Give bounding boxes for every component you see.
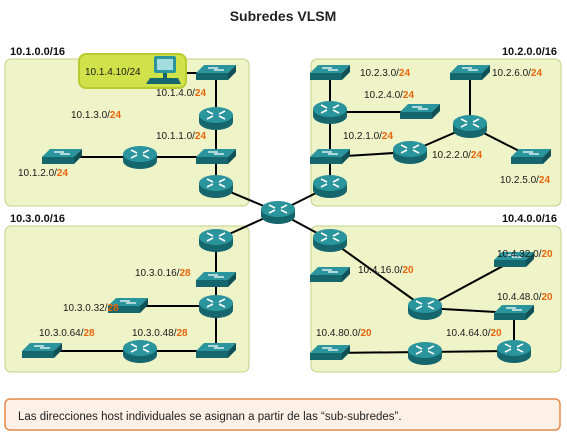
router-icon xyxy=(312,174,348,199)
router-icon xyxy=(392,140,428,165)
network-label-tl: 10.1.0.0/16 xyxy=(10,46,65,58)
router-icon xyxy=(452,114,488,139)
router-icon xyxy=(198,106,234,131)
subnet-labels: 10.1.4.0/24 10.1.3.0/24 10.1.1.0/24 10.1… xyxy=(18,68,553,339)
router-icon xyxy=(122,339,158,364)
subnet-label: 10.3.0.32/28 xyxy=(63,303,119,314)
subnet-label: 10.4.16.0/20 xyxy=(358,265,414,276)
switch-icon xyxy=(510,148,552,165)
switch-icon xyxy=(449,64,491,81)
host-address: 10.1.4.10/24 xyxy=(85,67,141,78)
switch-icon xyxy=(309,148,351,165)
core-router-icon xyxy=(260,200,296,225)
switch-icon xyxy=(399,103,441,120)
subnet-label: 10.4.80.0/20 xyxy=(316,328,372,339)
caption-box xyxy=(4,398,561,431)
caption-text: Las direcciones host individuales se asi… xyxy=(18,411,402,423)
router-icon xyxy=(496,339,532,364)
switch-icon xyxy=(195,271,237,288)
subnet-label: 10.2.4.0/24 xyxy=(364,90,414,101)
network-label-tr: 10.2.0.0/16 xyxy=(502,46,557,58)
subnet-label: 10.4.32.0/20 xyxy=(497,249,553,260)
diagram-title: Subredes VLSM xyxy=(230,8,337,24)
subnet-label: 10.3.0.16/28 xyxy=(135,268,191,279)
router-icon xyxy=(198,294,234,319)
network-label-br: 10.4.0.0/16 xyxy=(502,213,557,225)
subnet-label: 10.2.2.0/24 xyxy=(432,150,482,161)
router-icon xyxy=(407,341,443,366)
router-icon xyxy=(122,145,158,170)
subnet-label: 10.1.2.0/24 xyxy=(18,168,68,179)
quadrant-tr-panel xyxy=(310,58,562,207)
switch-icon xyxy=(309,344,351,361)
subnet-label: 10.3.0.48/28 xyxy=(132,328,188,339)
subnet-label: 10.4.48.0/20 xyxy=(497,292,553,303)
network-label-bl: 10.3.0.0/16 xyxy=(10,213,65,225)
subnet-label: 10.2.1.0/24 xyxy=(343,131,393,142)
switch-icon xyxy=(21,342,63,359)
subnet-label: 10.3.0.64/28 xyxy=(39,328,95,339)
router-icon xyxy=(312,100,348,125)
subnet-label: 10.1.3.0/24 xyxy=(71,110,121,121)
switch-icon xyxy=(309,266,351,283)
switch-icon xyxy=(195,148,237,165)
subnet-label: 10.2.5.0/24 xyxy=(500,175,550,186)
subnet-label: 10.4.64.0/20 xyxy=(446,328,502,339)
switch-icon xyxy=(195,64,237,81)
subnet-label: 10.1.4.0/24 xyxy=(156,88,206,99)
pc-icon xyxy=(146,56,181,84)
subnet-label: 10.2.6.0/24 xyxy=(492,68,542,79)
switch-icon xyxy=(41,148,83,165)
subnet-label: 10.1.1.0/24 xyxy=(156,131,206,142)
router-icon xyxy=(407,296,443,321)
router-icon xyxy=(312,228,348,253)
subnet-label: 10.2.3.0/24 xyxy=(360,68,410,79)
switch-icon xyxy=(309,64,351,81)
router-icon xyxy=(198,228,234,253)
router-icon xyxy=(198,174,234,199)
switch-icon xyxy=(195,342,237,359)
switch-icon xyxy=(493,304,535,321)
